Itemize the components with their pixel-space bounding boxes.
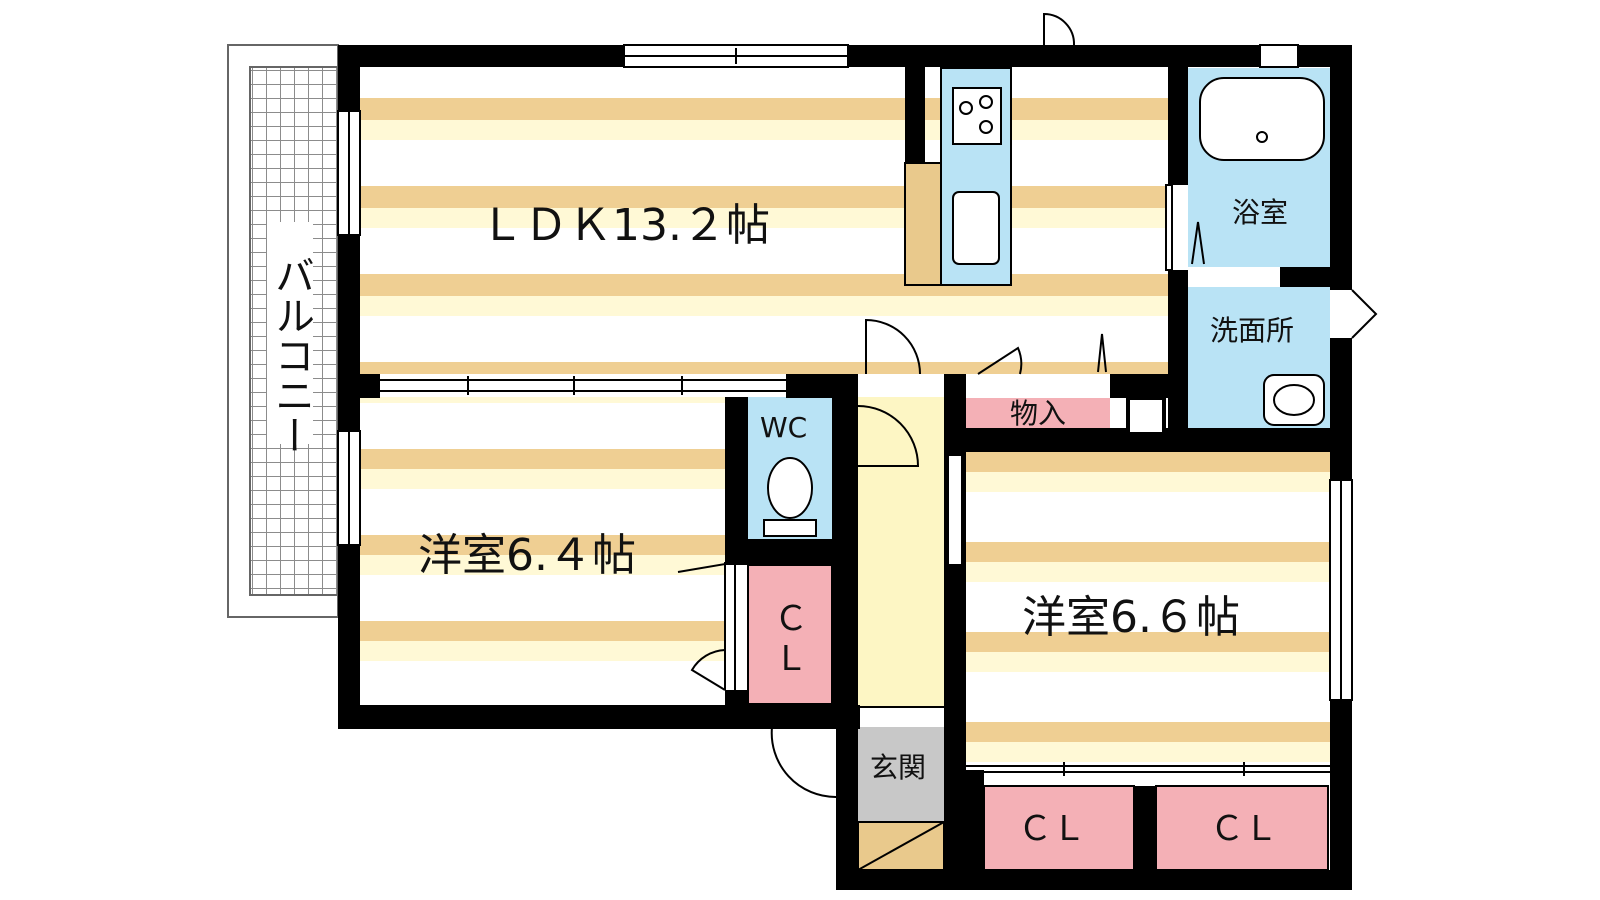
closet-3-label: ＣＬ bbox=[1210, 809, 1278, 849]
western-room-1-floor bbox=[360, 397, 725, 705]
closet-1-label-bottom: Ｌ bbox=[774, 639, 808, 679]
walls bbox=[338, 45, 1352, 890]
western-room-2-label: 洋室6.６帖 bbox=[1022, 592, 1240, 643]
windows bbox=[337, 44, 1353, 701]
balcony-label: バルコニー bbox=[268, 255, 314, 455]
storage-label: 物入 bbox=[1010, 397, 1066, 430]
bath-label: 浴室 bbox=[1232, 196, 1288, 229]
ldk-floor bbox=[360, 66, 1168, 374]
entrance-floor bbox=[858, 727, 944, 822]
closet-2-label: ＣＬ bbox=[1018, 809, 1086, 849]
shoe-box bbox=[857, 821, 945, 871]
entrance-label: 玄関 bbox=[870, 751, 926, 784]
bathtub-icon bbox=[1199, 77, 1325, 161]
balcony bbox=[227, 44, 339, 618]
sink-icon bbox=[952, 191, 1000, 265]
sliding-partition bbox=[380, 376, 786, 395]
wc-label: WC bbox=[760, 411, 807, 444]
closet-3 bbox=[1155, 785, 1329, 871]
stove-icon bbox=[952, 87, 1002, 145]
closet-1-label-top: Ｃ bbox=[774, 599, 808, 639]
washroom-label: 洗面所 bbox=[1210, 314, 1294, 347]
doors bbox=[677, 12, 1378, 799]
toilet-icon bbox=[763, 457, 817, 537]
closet-rails bbox=[734, 565, 1334, 776]
storage-floor bbox=[966, 398, 1110, 428]
western-room-2-floor bbox=[966, 452, 1334, 767]
western-room-1-label: 洋室6.４帖 bbox=[418, 530, 636, 581]
wash-basin-icon bbox=[1263, 374, 1325, 426]
hallway-floor bbox=[858, 397, 944, 707]
closet-1 bbox=[747, 564, 833, 705]
ldk-label: ＬＤＫ13.２帖 bbox=[480, 200, 770, 251]
